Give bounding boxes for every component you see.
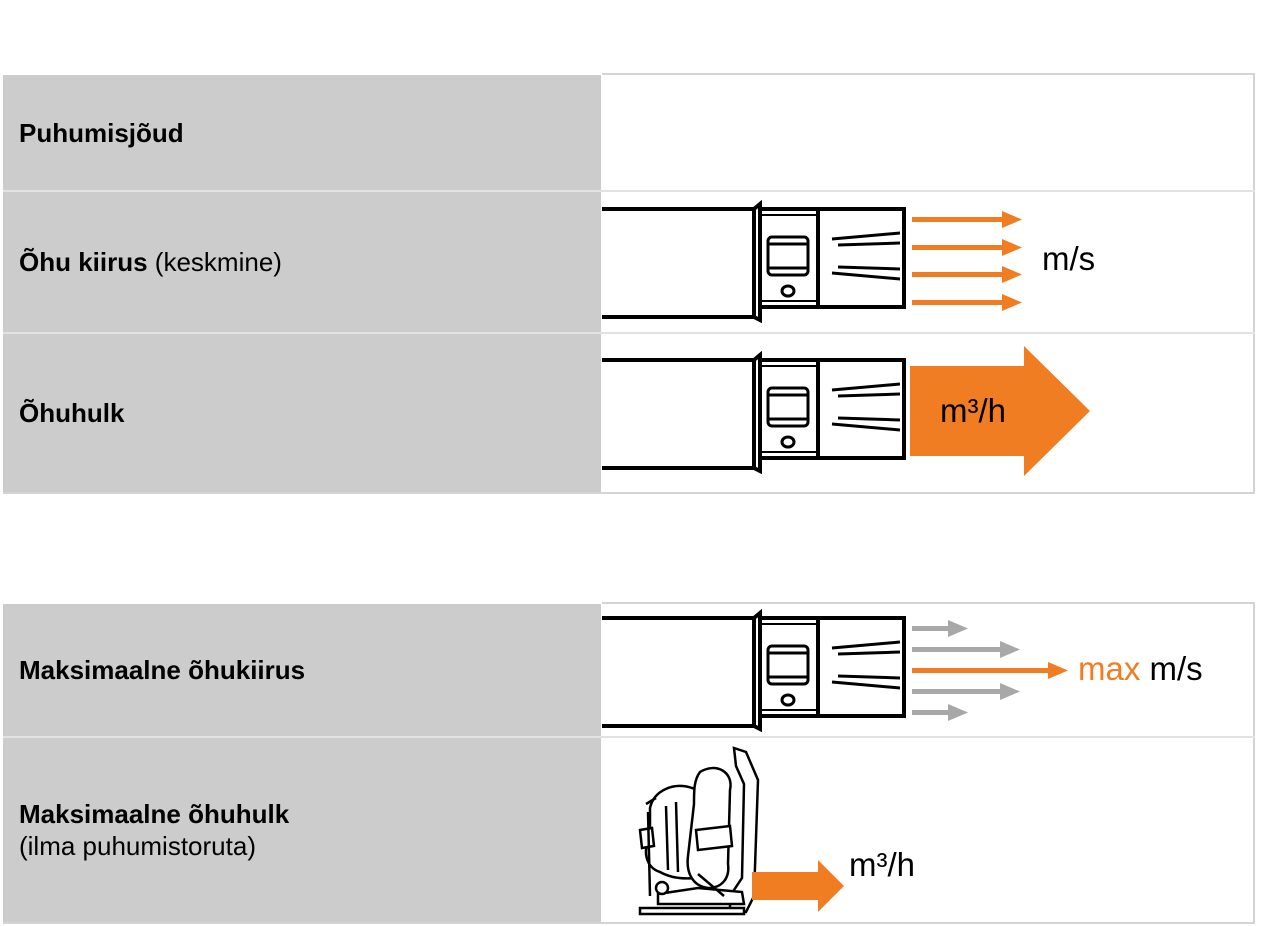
row-label-cell: Puhumisjõud xyxy=(3,75,601,190)
orange-arrows-icon xyxy=(912,211,1022,311)
unit-label: max m/s xyxy=(1078,650,1203,688)
table-max-values: Maksimaalne õhukiirus xyxy=(3,602,1255,924)
table-border xyxy=(3,492,1255,494)
row-label-cell: Maksimaalne õhukiirus xyxy=(3,604,601,736)
table-row: Maksimaalne õhuhulk (ilma puhumistoruta) xyxy=(3,738,1255,922)
row-title: Puhumisjõud xyxy=(19,117,184,148)
row-title: Maksimaalne õhukiirus xyxy=(19,655,306,685)
table-border xyxy=(602,602,1255,604)
row-label-cell: Õhu kiirus (keskmine) xyxy=(3,192,601,332)
row-image-cell: m/s xyxy=(602,192,1255,332)
unit-label: m³/h xyxy=(940,392,1006,429)
big-orange-arrow-icon xyxy=(910,346,1090,476)
big-orange-arrow-icon xyxy=(752,860,844,912)
row-image-cell xyxy=(602,75,1255,190)
blower-tube-icon xyxy=(602,350,906,475)
row-image-cell: m³/h xyxy=(602,334,1255,492)
unit-label: m/s xyxy=(1042,240,1096,277)
row-title-suffix: (keskmine) xyxy=(147,247,282,277)
row-label-cell: Maksimaalne õhuhulk (ilma puhumistoruta) xyxy=(3,738,601,922)
row-divider xyxy=(3,736,1255,738)
row-divider xyxy=(3,332,1255,334)
table-border xyxy=(3,922,1255,924)
table-row: Puhumisjõud xyxy=(3,75,1255,190)
unit-max-label: max xyxy=(1078,650,1141,687)
table-row: Õhuhulk xyxy=(3,334,1255,492)
table-row: Maksimaalne õhukiirus xyxy=(3,604,1255,736)
gray-arrows-icon xyxy=(912,620,1068,721)
blower-tube-icon xyxy=(602,608,906,733)
row-image-cell: max m/s xyxy=(602,604,1255,736)
table-border xyxy=(602,73,1255,75)
unit-label: m³/h xyxy=(849,846,915,883)
table-blowing-force: Puhumisjõud Õhu kiirus (keskmine) xyxy=(3,73,1255,494)
backpack-blower-icon xyxy=(638,746,760,916)
row-title: Maksimaalne õhuhulk xyxy=(19,799,290,829)
table-row: Õhu kiirus (keskmine) xyxy=(3,192,1255,332)
unit-ms-label: m/s xyxy=(1140,650,1203,687)
row-title: Õhuhulk xyxy=(19,398,125,428)
row-image-cell: m³/h xyxy=(602,738,1255,922)
row-subtitle: (ilma puhumistoruta) xyxy=(19,831,256,861)
row-label-cell: Õhuhulk xyxy=(3,334,601,492)
row-title: Õhu kiirus xyxy=(19,247,148,277)
blower-tube-icon xyxy=(602,199,906,324)
row-divider xyxy=(3,190,1255,192)
